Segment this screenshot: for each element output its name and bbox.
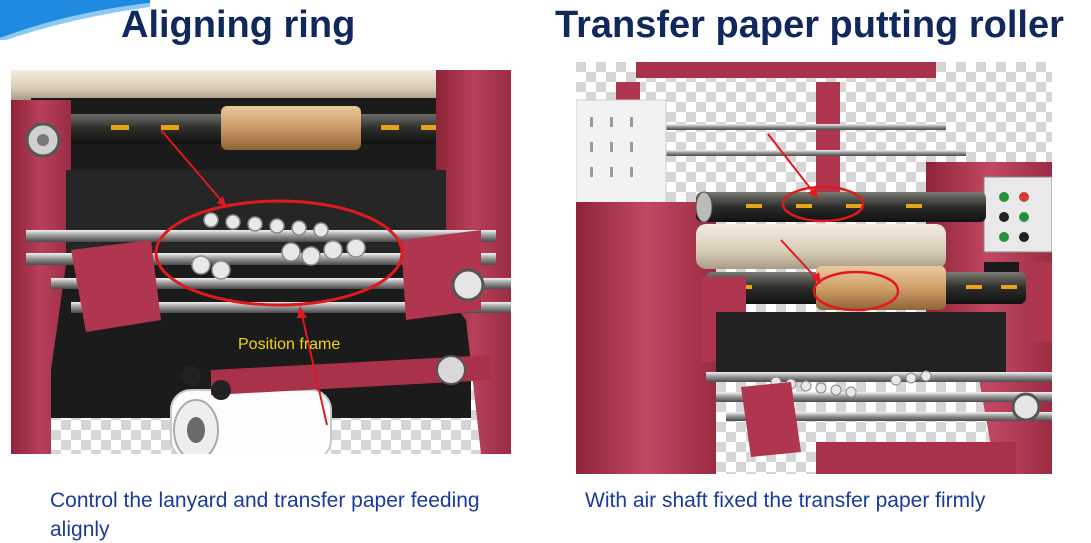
annotation-arrow-lower (297, 306, 328, 426)
corner-accent-stripe (0, 0, 150, 40)
annotation-ellipse-rings (154, 199, 404, 307)
transfer-paper-roller-photo (576, 62, 1052, 474)
transfer-paper-roller-caption: With air shaft fixed the transfer paper … (585, 489, 986, 512)
transfer-paper-roller-title: Transfer paper putting roller (555, 4, 1064, 46)
aligning-ring-caption: Control the lanyard and transfer paper f… (50, 489, 480, 541)
aligning-ring-photo: Position frame (11, 70, 511, 454)
position-frame-callout: Position frame (238, 336, 340, 353)
annotation-arrow-upper-shaft (767, 133, 818, 199)
annotation-arrow-upper (160, 129, 227, 207)
annotation-ellipse-lower-shaft (812, 270, 900, 312)
aligning-ring-title: Aligning ring (121, 4, 356, 46)
annotation-ellipse-upper-shaft (781, 185, 865, 223)
